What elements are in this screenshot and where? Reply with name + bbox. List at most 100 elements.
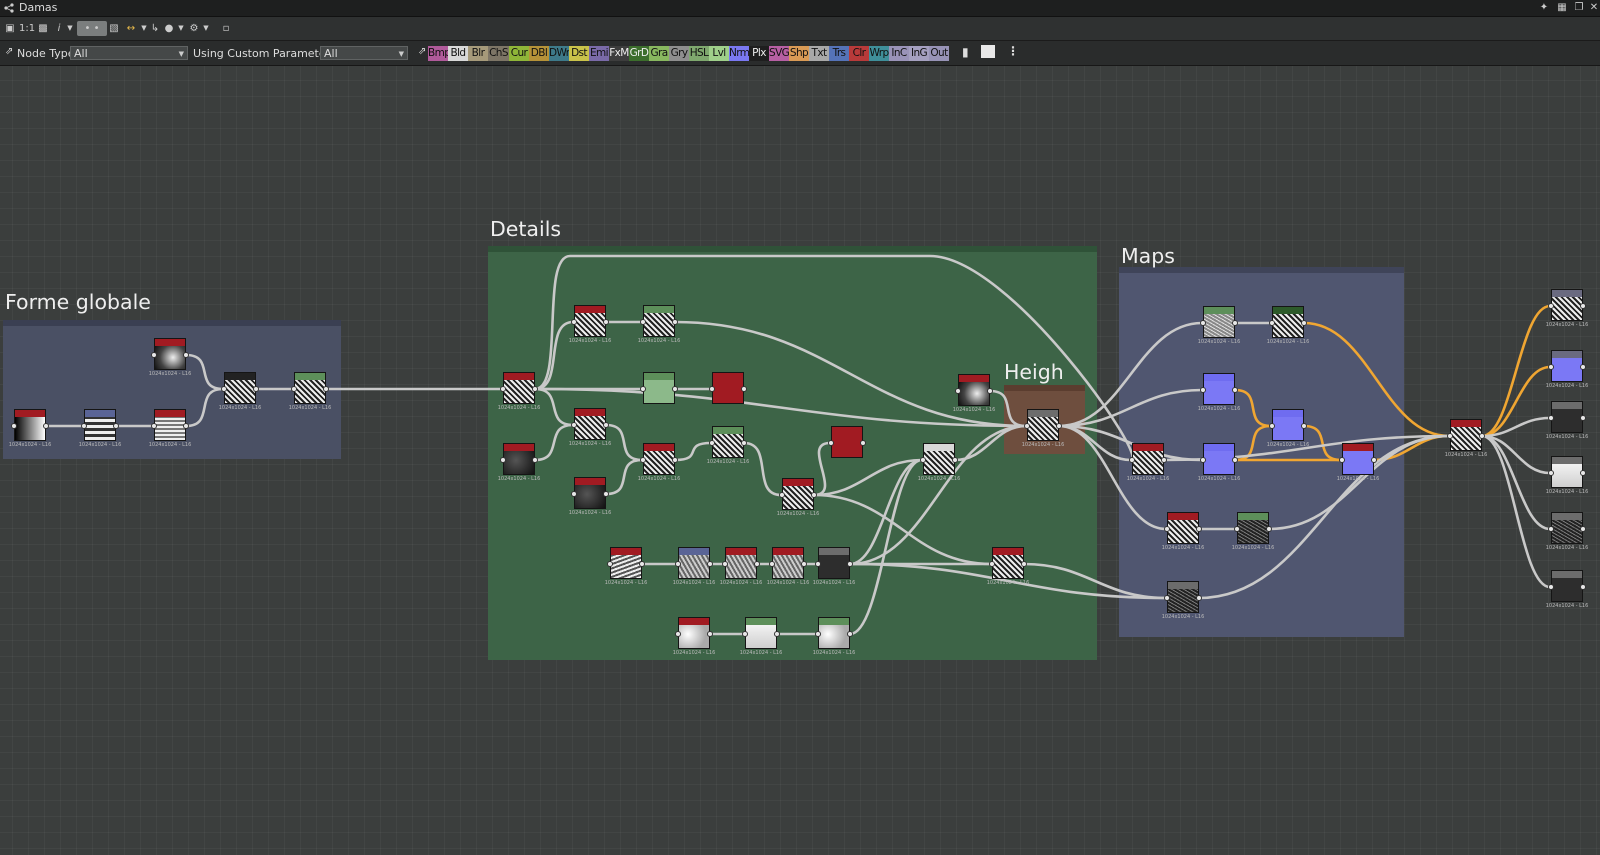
chip-dbl[interactable]: DBl bbox=[529, 46, 549, 61]
input-port[interactable] bbox=[1200, 320, 1206, 326]
input-port[interactable] bbox=[722, 561, 728, 567]
graph-node[interactable] bbox=[1342, 443, 1374, 475]
output-port[interactable] bbox=[532, 386, 538, 392]
output-port[interactable] bbox=[1580, 584, 1586, 590]
chevron-down-icon[interactable]: ▼ bbox=[203, 24, 209, 32]
chevron-down-icon[interactable]: ▼ bbox=[178, 24, 184, 32]
graph-node[interactable] bbox=[772, 547, 804, 579]
chip-hsl[interactable]: HSL bbox=[689, 46, 709, 61]
output-port[interactable] bbox=[1371, 457, 1377, 463]
input-port[interactable] bbox=[1129, 457, 1135, 463]
graph-node[interactable] bbox=[958, 374, 990, 406]
input-port[interactable] bbox=[640, 319, 646, 325]
output-port[interactable] bbox=[847, 631, 853, 637]
input-port[interactable] bbox=[1548, 364, 1554, 370]
zoom-one-to-one-button[interactable]: 1:1 bbox=[19, 23, 36, 34]
output-port[interactable] bbox=[1301, 320, 1307, 326]
graph-node[interactable] bbox=[1167, 581, 1199, 613]
chip-inc[interactable]: InC bbox=[889, 46, 909, 61]
output-port[interactable] bbox=[532, 457, 538, 463]
graph-node[interactable] bbox=[224, 372, 256, 404]
frame-header-bar[interactable] bbox=[1004, 385, 1085, 391]
input-port[interactable] bbox=[1548, 470, 1554, 476]
output-port[interactable] bbox=[1232, 457, 1238, 463]
input-port[interactable] bbox=[221, 386, 227, 392]
input-port[interactable] bbox=[1339, 457, 1345, 463]
graph-node[interactable] bbox=[678, 547, 710, 579]
graph-node[interactable] bbox=[574, 477, 606, 509]
chip-blr[interactable]: Blr bbox=[468, 46, 488, 61]
input-port[interactable] bbox=[1548, 584, 1554, 590]
input-port[interactable] bbox=[955, 388, 961, 394]
panel-icon[interactable]: ▫ bbox=[222, 23, 230, 34]
snap-toggle-button[interactable]: • • bbox=[77, 21, 107, 36]
output-port[interactable] bbox=[603, 491, 609, 497]
input-port[interactable] bbox=[640, 386, 646, 392]
graph-node[interactable] bbox=[154, 409, 186, 441]
input-port[interactable] bbox=[1548, 303, 1554, 309]
output-port[interactable] bbox=[1580, 526, 1586, 532]
chip-chs[interactable]: ChS bbox=[488, 46, 509, 61]
input-port[interactable] bbox=[709, 386, 715, 392]
input-port[interactable] bbox=[1234, 526, 1240, 532]
output-port[interactable] bbox=[1479, 433, 1485, 439]
output-port[interactable] bbox=[672, 457, 678, 463]
output-port[interactable] bbox=[1580, 364, 1586, 370]
graph-node[interactable] bbox=[678, 617, 710, 649]
frame-header-bar[interactable] bbox=[488, 246, 1097, 252]
output-port[interactable] bbox=[1266, 526, 1272, 532]
fit-view-icon[interactable]: ▣ bbox=[5, 23, 15, 34]
chip-gra[interactable]: Gra bbox=[649, 46, 669, 61]
output-port[interactable] bbox=[183, 352, 189, 358]
chip-shp[interactable]: Shp bbox=[789, 46, 809, 61]
output-port[interactable] bbox=[707, 631, 713, 637]
output-port[interactable] bbox=[1196, 526, 1202, 532]
graph-node[interactable] bbox=[725, 547, 757, 579]
chevron-down-icon[interactable]: ▼ bbox=[67, 24, 73, 32]
graph-node[interactable] bbox=[503, 443, 535, 475]
input-port[interactable] bbox=[769, 561, 775, 567]
bomb-icon[interactable]: ● bbox=[164, 23, 174, 34]
input-port[interactable] bbox=[742, 631, 748, 637]
graph-node[interactable] bbox=[818, 547, 850, 579]
graph-node[interactable] bbox=[923, 443, 955, 475]
input-port[interactable] bbox=[779, 492, 785, 498]
output-port[interactable] bbox=[1196, 595, 1202, 601]
input-port[interactable] bbox=[1200, 457, 1206, 463]
input-port[interactable] bbox=[291, 386, 297, 392]
gear-icon[interactable]: ⚙ bbox=[189, 23, 199, 34]
graph-node[interactable] bbox=[1237, 512, 1269, 544]
grid-icon[interactable]: ▧ bbox=[109, 23, 119, 34]
graph-node[interactable] bbox=[1551, 289, 1583, 321]
screenshot-icon[interactable]: ▩ bbox=[38, 23, 48, 34]
close-icon[interactable]: ✕ bbox=[1589, 2, 1599, 13]
output-port[interactable] bbox=[1161, 457, 1167, 463]
output-port[interactable] bbox=[754, 561, 760, 567]
output-port[interactable] bbox=[253, 386, 259, 392]
frame-header-bar[interactable] bbox=[1119, 267, 1404, 273]
graph-node[interactable] bbox=[503, 372, 535, 404]
graph-node[interactable] bbox=[1203, 306, 1235, 338]
graph-node[interactable] bbox=[1272, 409, 1304, 441]
comment-icon[interactable]: ▮ bbox=[962, 45, 969, 59]
frame-icon[interactable] bbox=[981, 45, 995, 58]
chip-bmp[interactable]: Bmp bbox=[428, 46, 448, 61]
input-port[interactable] bbox=[1548, 526, 1554, 532]
output-port[interactable] bbox=[1580, 415, 1586, 421]
input-port[interactable] bbox=[571, 491, 577, 497]
output-port[interactable] bbox=[1021, 561, 1027, 567]
chip-ing[interactable]: InG bbox=[909, 46, 929, 61]
pin-icon[interactable]: ✦ bbox=[1539, 2, 1549, 13]
info-button[interactable]: i bbox=[57, 23, 61, 34]
output-port[interactable] bbox=[774, 631, 780, 637]
input-port[interactable] bbox=[500, 457, 506, 463]
chip-fxm[interactable]: FxM bbox=[609, 46, 629, 61]
output-port[interactable] bbox=[1232, 387, 1238, 393]
output-port[interactable] bbox=[987, 388, 993, 394]
output-port[interactable] bbox=[672, 386, 678, 392]
graph-node[interactable] bbox=[1167, 512, 1199, 544]
graph-node[interactable] bbox=[1272, 306, 1304, 338]
chip-dwr[interactable]: DWr bbox=[549, 46, 569, 61]
input-port[interactable] bbox=[11, 423, 17, 429]
input-port[interactable] bbox=[151, 423, 157, 429]
